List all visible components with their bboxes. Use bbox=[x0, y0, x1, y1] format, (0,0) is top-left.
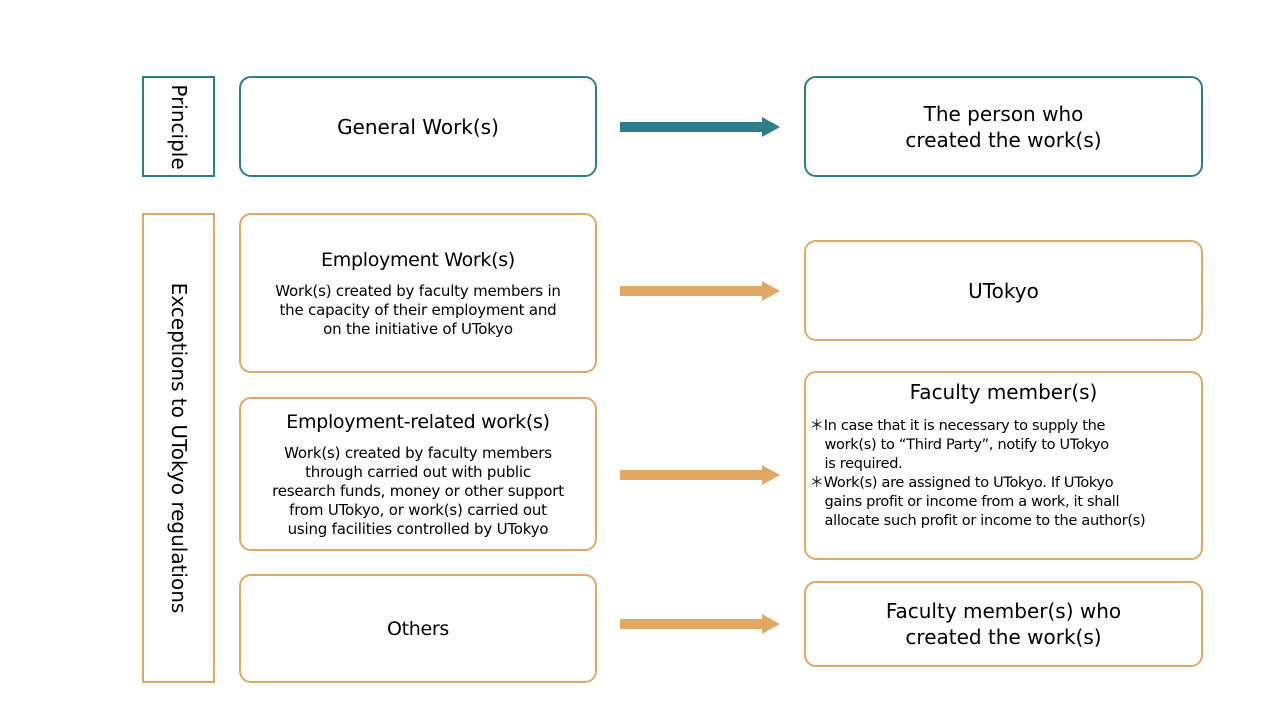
employment-work-title: Employment Work(s) bbox=[321, 248, 515, 271]
principle-label: Principle bbox=[166, 83, 191, 170]
others-arrow bbox=[620, 614, 780, 634]
employment-work-box: Employment Work(s) Work(s) created by fa… bbox=[239, 213, 597, 373]
principle-sidebar: Principle bbox=[142, 76, 215, 177]
exceptions-label: Exceptions to UTokyo regulations bbox=[166, 282, 191, 614]
faculty-owner-notes: ＊In case that it is necessary to supply … bbox=[810, 417, 1198, 531]
note-line: allocate such profit or income to the au… bbox=[824, 513, 1146, 529]
note-line: ＊Work(s) are assigned to UTokyo. If UTok… bbox=[809, 475, 1114, 491]
employment-desc-line: on the initiative of UTokyo bbox=[323, 319, 513, 338]
note-assignment: ＊Work(s) are assigned to UTokyo. If UTok… bbox=[810, 474, 1198, 531]
employment-related-desc-line: Work(s) created by faculty members bbox=[284, 443, 552, 462]
note-line: is required. bbox=[824, 456, 903, 472]
employment-desc-line: the capacity of their employment and bbox=[279, 300, 557, 319]
principle-arrow bbox=[620, 117, 780, 137]
note-third-party: ＊In case that it is necessary to supply … bbox=[810, 417, 1198, 474]
employment-arrow bbox=[620, 281, 780, 301]
general-work-box: General Work(s) bbox=[239, 76, 597, 177]
general-work-label: General Work(s) bbox=[337, 114, 499, 139]
employment-desc-line: Work(s) created by faculty members in bbox=[275, 281, 561, 300]
faculty-owner-title: Faculty member(s) bbox=[909, 380, 1098, 404]
employment-related-desc-line: using facilities controlled by UTokyo bbox=[287, 519, 549, 538]
employment-related-box: Employment-related work(s) Work(s) creat… bbox=[239, 397, 597, 551]
employment-work-desc: Work(s) created by faculty members in th… bbox=[275, 282, 561, 339]
creator-owner-line2: created the work(s) bbox=[905, 127, 1102, 152]
utokyo-owner-box: UTokyo bbox=[804, 240, 1203, 341]
employment-related-arrow bbox=[620, 465, 780, 485]
employment-related-desc-line: research funds, money or other support bbox=[272, 481, 564, 500]
note-line: work(s) to “Third Party”, notify to UTok… bbox=[824, 437, 1110, 453]
others-title: Others bbox=[386, 617, 450, 640]
faculty-creator-owner-box: Faculty member(s) who created the work(s… bbox=[804, 581, 1203, 667]
employment-related-desc: Work(s) created by faculty members throu… bbox=[272, 444, 564, 539]
employment-related-desc-line: from UTokyo, or work(s) carried out bbox=[289, 500, 547, 519]
employment-related-desc-line: through carried out with public bbox=[305, 462, 531, 481]
employment-related-title: Employment-related work(s) bbox=[286, 410, 550, 433]
creator-owner-line1: The person who bbox=[923, 101, 1084, 126]
faculty-creator-line1: Faculty member(s) who bbox=[885, 599, 1122, 623]
note-line: gains profit or income from a work, it s… bbox=[824, 494, 1120, 510]
note-line: ＊In case that it is necessary to supply … bbox=[809, 418, 1106, 434]
creator-owner-box: The person who created the work(s) bbox=[804, 76, 1203, 177]
faculty-owner-box: Faculty member(s) ＊In case that it is ne… bbox=[804, 371, 1203, 560]
faculty-creator-line2: created the work(s) bbox=[905, 625, 1102, 649]
others-box: Others bbox=[239, 574, 597, 683]
exceptions-sidebar: Exceptions to UTokyo regulations bbox=[142, 213, 215, 683]
utokyo-owner-label: UTokyo bbox=[968, 278, 1039, 303]
